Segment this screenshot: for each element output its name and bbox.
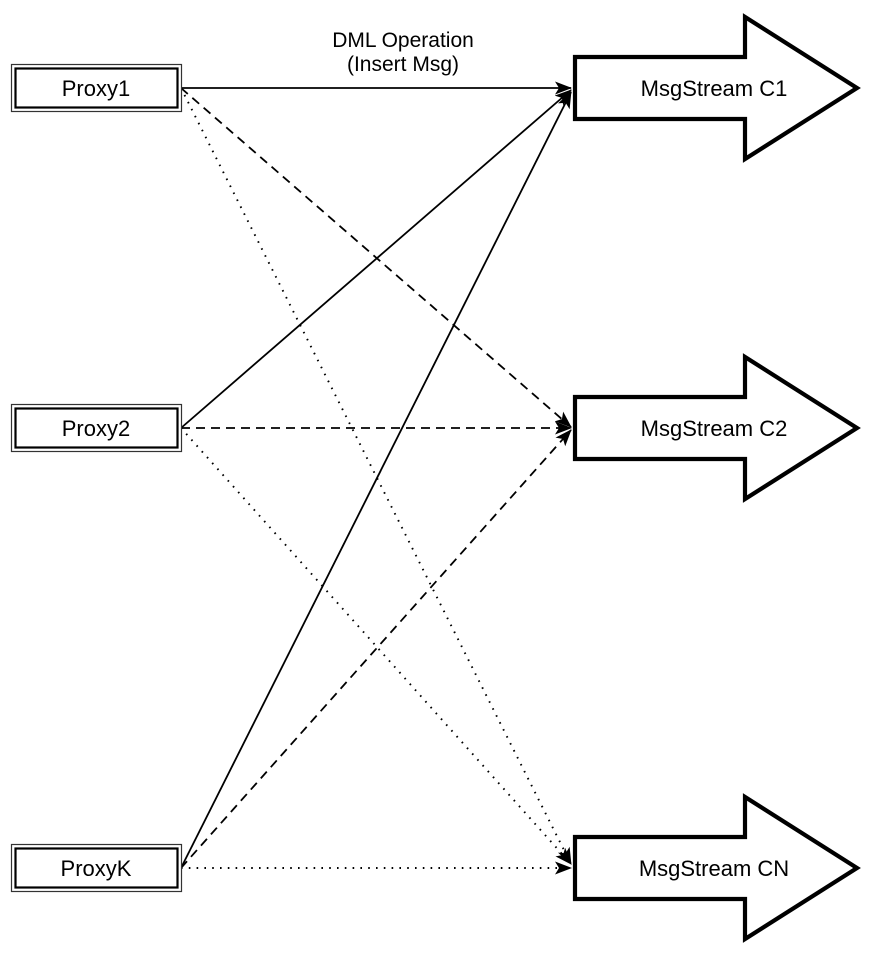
msgstream-c1-label: MsgStream C1 bbox=[641, 76, 788, 101]
proxyk-box bbox=[14, 847, 179, 889]
node-msgstream-c2: MsgStream C2 bbox=[572, 353, 861, 503]
edge-proxyk-to-c1 bbox=[180, 91, 572, 869]
msgstream-cn-arrow-shape bbox=[572, 793, 861, 943]
node-proxy2: Proxy2 bbox=[10, 403, 183, 453]
title-line-2: (Insert Msg) bbox=[347, 53, 459, 76]
msgstream-c1-arrow-shape bbox=[572, 13, 861, 163]
proxy2-box bbox=[14, 407, 179, 449]
proxy2-label: Proxy2 bbox=[62, 416, 130, 441]
edge-proxy1-to-c2 bbox=[180, 87, 572, 428]
msgstream-c2-label: MsgStream C2 bbox=[641, 416, 788, 441]
proxy1-label: Proxy1 bbox=[62, 76, 130, 101]
msgstream-c2-arrow-shape bbox=[572, 353, 861, 503]
edge-proxy2-to-c1 bbox=[180, 89, 572, 429]
edges bbox=[180, 81, 572, 875]
diagram-title: DML Operation (Insert Msg) bbox=[332, 29, 474, 76]
proxyk-label: ProxyK bbox=[61, 856, 132, 881]
title-line-1: DML Operation bbox=[332, 29, 474, 52]
node-msgstream-c1: MsgStream C1 bbox=[572, 13, 861, 163]
edge-proxy2-to-cn bbox=[180, 427, 572, 865]
edge-proxy1-to-cn bbox=[180, 87, 572, 865]
node-proxy1: Proxy1 bbox=[10, 63, 183, 113]
msgstream-cn-label: MsgStream CN bbox=[639, 856, 789, 881]
proxy1-box bbox=[14, 67, 179, 109]
node-msgstream-cn: MsgStream CN bbox=[572, 793, 861, 943]
edge-proxyk-to-c2 bbox=[180, 429, 572, 869]
node-proxyk: ProxyK bbox=[10, 843, 183, 893]
